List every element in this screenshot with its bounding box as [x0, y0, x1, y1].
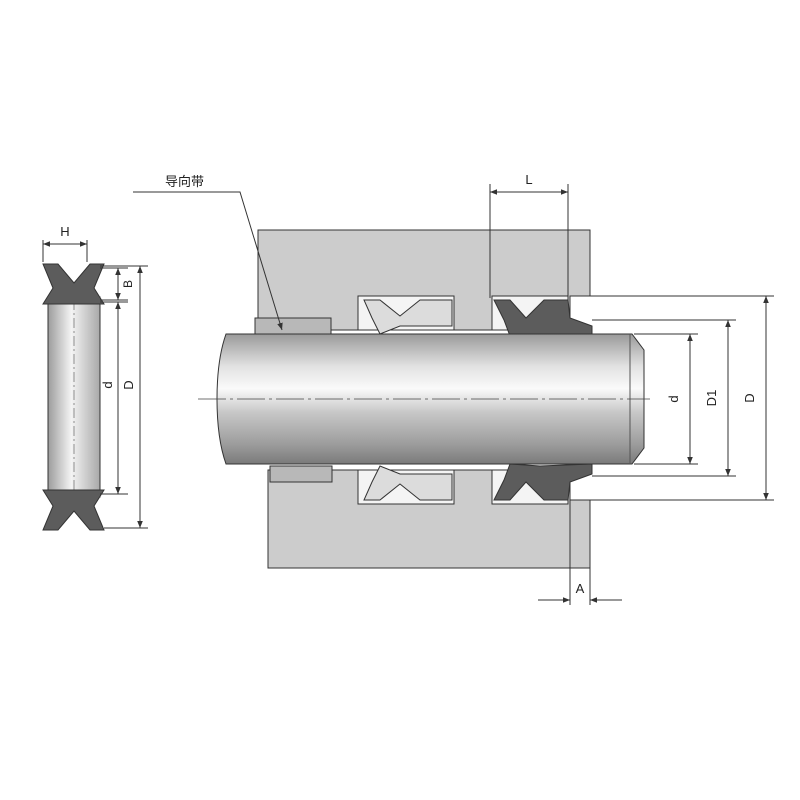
seal-ring-side-view [42, 263, 105, 531]
v-seal-middle [363, 299, 453, 501]
rod-body [216, 333, 645, 465]
ring-profile-top [42, 263, 105, 305]
label-D1: D1 [704, 390, 719, 407]
dimension-D-right: D [590, 295, 774, 501]
label-d-left: d [100, 381, 115, 388]
label-B: B [121, 280, 135, 288]
piston-rod [198, 333, 650, 465]
dimension-B: B [100, 267, 135, 301]
label-L: L [525, 172, 532, 187]
dimension-L: L [489, 172, 569, 298]
label-D-left: D [121, 380, 136, 389]
guide-band-callout: 导向带 [133, 174, 283, 331]
dimension-d-right: d [634, 333, 698, 465]
guide-band-upper [254, 317, 332, 335]
dimension-d-left: d [100, 301, 128, 495]
label-d-right: d [666, 395, 681, 402]
guide-band-lower [269, 465, 333, 483]
dimension-D-left: D [100, 265, 148, 529]
label-H: H [60, 224, 69, 239]
ring-profile-bottom [42, 489, 105, 531]
v-seal-right [493, 299, 593, 501]
label-D-right: D [742, 393, 757, 402]
dimension-H: H [42, 224, 88, 262]
label-guide-band: 导向带 [165, 174, 204, 189]
dimension-D1: D1 [592, 319, 736, 477]
label-A: A [576, 581, 585, 596]
dimension-A: A [538, 500, 622, 605]
